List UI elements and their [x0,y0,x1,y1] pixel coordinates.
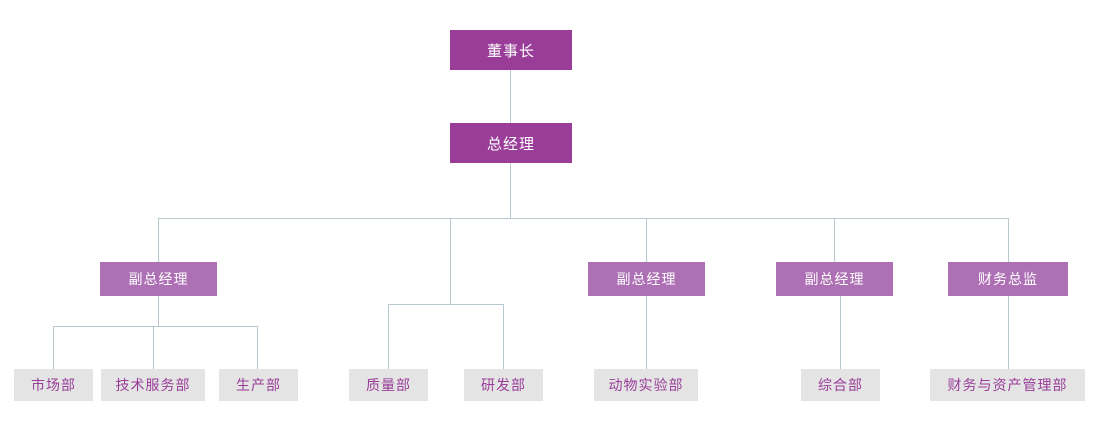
node-department-general-affairs[interactable]: 综合部 [801,369,880,401]
connector-vp1-to-production [257,326,258,369]
connector-vp1-to-tech-service [153,326,154,369]
connector-vp3-to-general-affairs [840,296,841,369]
node-chairman[interactable]: 董事长 [450,30,572,70]
node-department-production[interactable]: 生产部 [219,369,298,401]
connector-bus-to-vp2 [646,218,647,262]
node-department-animal-laboratory[interactable]: 动物实验部 [594,369,698,401]
connector-to-quality [388,304,389,369]
connector-bus-to-vp1 [158,218,159,262]
connector-vp1-stem [158,296,159,326]
node-department-finance-asset-management[interactable]: 财务与资产管理部 [930,369,1085,401]
node-department-technical-service[interactable]: 技术服务部 [101,369,205,401]
connector-vp1-to-marketing [53,326,54,369]
connector-vp1-bus [53,326,257,327]
node-department-quality[interactable]: 质量部 [349,369,428,401]
connector-cfo-to-finance-asset [1008,296,1009,369]
connector-quality-rnd-bus [388,304,504,305]
connector-vp2-to-animal-lab [646,296,647,369]
connector-bus-to-quality-rnd [450,218,451,304]
node-finance-director[interactable]: 财务总监 [948,262,1068,296]
node-general-manager[interactable]: 总经理 [450,123,572,163]
connector-to-rnd [503,304,504,369]
connector-bus-to-vp3 [834,218,835,262]
connector-bus-to-cfo [1008,218,1009,262]
connector-chairman-to-gm [510,70,511,123]
node-department-marketing[interactable]: 市场部 [14,369,93,401]
node-vice-general-manager-1[interactable]: 副总经理 [100,262,217,296]
connector-main-bus [158,218,1009,219]
node-vice-general-manager-2[interactable]: 副总经理 [588,262,705,296]
node-department-research-development[interactable]: 研发部 [464,369,543,401]
connector-gm-stem [510,163,511,218]
node-vice-general-manager-3[interactable]: 副总经理 [776,262,893,296]
